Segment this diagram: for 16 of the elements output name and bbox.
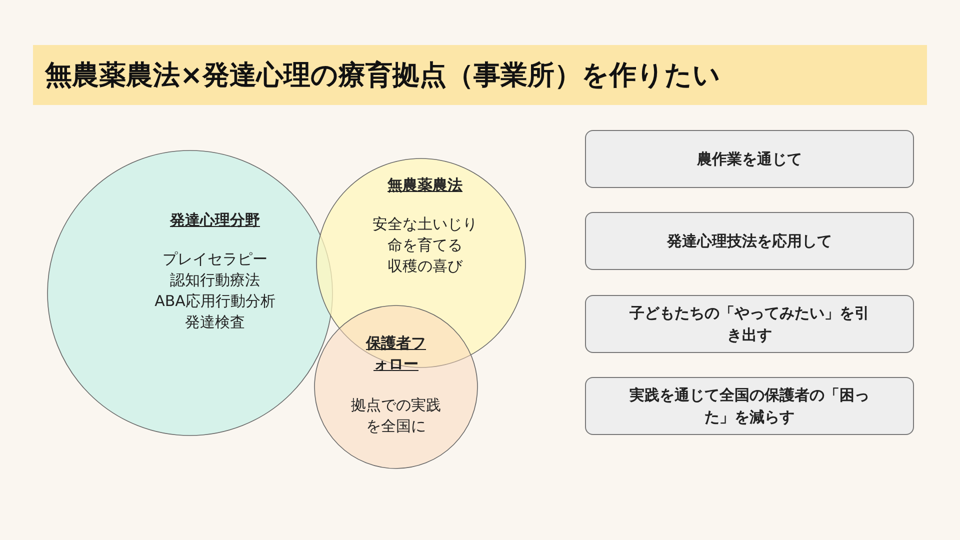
text-box: 実践を通じて全国の保護者の「困った」を減らす	[585, 377, 914, 435]
circle-text: 認知行動療法	[170, 270, 260, 291]
circle-text: 発達検査	[185, 312, 245, 333]
title-banner: 無農薬農法×発達心理の療育拠点（事業所）を作りたい	[33, 45, 927, 105]
circle-heading: 発達心理分野	[170, 210, 260, 231]
circle-text: ABA応用行動分析	[154, 291, 276, 312]
circle-text: 安全な土いじり	[372, 214, 478, 235]
circle-heading: 無農薬農法	[388, 175, 462, 196]
circle-heading: 保護者フォロー	[364, 333, 427, 375]
text-box: 子どもたちの「やってみたい」を引き出す	[585, 295, 914, 353]
circle-text: プレイセラピー	[162, 249, 268, 270]
text-box: 発達心理技法を応用して	[585, 212, 914, 270]
circle-text: 収穫の喜び	[388, 256, 462, 277]
circle-text: 命を育てる	[388, 235, 462, 256]
text-box: 農作業を通じて	[585, 130, 914, 188]
circle-text: 拠点での実践を全国に	[350, 395, 442, 437]
